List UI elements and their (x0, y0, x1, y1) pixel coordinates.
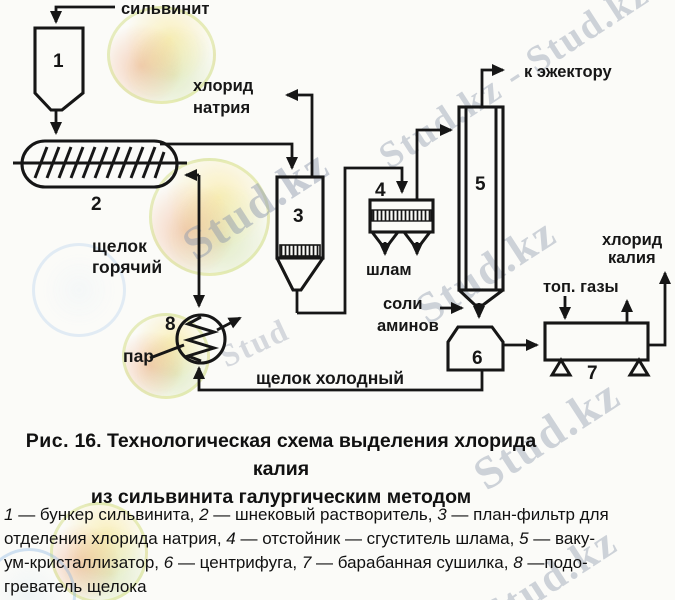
thickener-screen (371, 209, 432, 222)
kcl-label-1: хлорид (602, 231, 663, 249)
screw-blades (33, 146, 166, 179)
caption-line-2: из сильвинита галургическим методом (90, 486, 472, 508)
nacl-offtake: хлорид натрия (193, 77, 314, 177)
liquor-heater-8: 8 пар (123, 169, 242, 366)
legend-line: ум-кристаллизатор, 6 — центрифуга, 7 — б… (4, 553, 588, 572)
legend-line: греватель щелока (4, 577, 147, 596)
kcl-product-line: хлорид калия (602, 231, 671, 347)
amine-label-1: соли (383, 295, 422, 313)
amine-salts-feed: соли аминов (377, 295, 464, 335)
unit-number-5: 5 (475, 174, 486, 195)
figure-number: 16. (74, 430, 102, 452)
cold-liquor-label: щелок холодный (256, 368, 404, 388)
unit-number-2: 2 (91, 194, 102, 215)
svg-text:горячий: горячий (92, 257, 162, 277)
unit-number-8: 8 (165, 314, 176, 335)
kcl-label-2: калия (608, 249, 656, 267)
heater-coil (182, 315, 220, 363)
unit-number-4: 4 (375, 180, 386, 201)
hopper-1: 1 (33, 26, 85, 135)
ejector-line: к эжектору (480, 63, 612, 107)
steam-outlet (216, 316, 242, 332)
svg-text:щелок: щелок (92, 236, 147, 256)
flow-filter-to-thickener (297, 166, 408, 315)
sylvinite-feed-line: сильвинит (50, 0, 209, 24)
legend-line: 1 — бункер сильвинита, 2 — шнековый раст… (4, 505, 609, 524)
steam-inlet (149, 343, 185, 360)
caption-line-1: Рис. 16. Технологическая схема выделения… (25, 430, 537, 480)
filter-screen (279, 244, 321, 257)
figure-caption: Рис. 16. Технологическая схема выделения… (0, 427, 562, 511)
unit-number-3: 3 (293, 206, 304, 227)
figure-legend: 1 — бункер сильвинита, 2 — шнековый раст… (4, 503, 671, 599)
fuel-gas-lines: топ. газы (543, 278, 633, 323)
vacuum-crystallizer-5: 5 (457, 105, 505, 319)
amine-label-2: аминов (377, 317, 439, 335)
unit-number-1: 1 (53, 51, 64, 72)
nacl-label-1: хлорид (193, 77, 254, 95)
thickener-4: 4 шлам (366, 180, 435, 279)
plan-filter-3: 3 (275, 175, 325, 313)
centrifuge-6: 6 (446, 325, 505, 372)
figure-label: Рис. (25, 430, 70, 452)
nacl-label-2: натрия (193, 99, 250, 117)
fuel-gas-label: топ. газы (543, 278, 619, 296)
legend-line: отделения хлорида натрия, 4 — отстойник … (4, 529, 596, 548)
sylvinite-label: сильвинит (121, 0, 209, 18)
drum-dryer-7: 7 (543, 321, 651, 384)
unit-number-6: 6 (472, 348, 483, 369)
process-flow-diagram: сильвинит 1 2 (13, 0, 671, 392)
flow-dissolver-to-filter (160, 142, 298, 170)
hot-liquor-label: щелок горячий (92, 236, 162, 277)
screw-dissolver-2: 2 (13, 139, 187, 215)
flow-thickener-to-crystallizer (415, 124, 453, 200)
slime-label: шлам (366, 261, 412, 279)
unit-number-7: 7 (587, 363, 598, 384)
steam-label: пар (123, 346, 154, 366)
cold-liquor-return: щелок холодный (193, 366, 484, 392)
ejector-label: к эжектору (524, 63, 612, 81)
